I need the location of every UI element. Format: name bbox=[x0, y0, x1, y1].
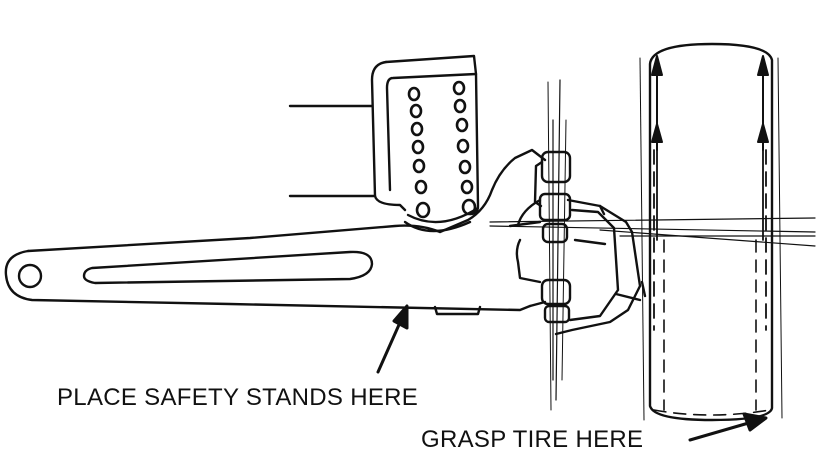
lower-control-arm bbox=[4, 148, 547, 316]
coil-spring bbox=[407, 80, 477, 219]
steering-knuckle bbox=[508, 79, 647, 411]
arm-pivot-bushing bbox=[17, 263, 43, 289]
safety-stands-arrow bbox=[376, 304, 409, 374]
safety-stands-label: PLACE SAFETY STANDS HERE bbox=[57, 384, 419, 411]
tire bbox=[639, 42, 783, 422]
arm-slot bbox=[82, 250, 374, 285]
grasp-tire-arrow bbox=[688, 412, 768, 442]
grasp-tire-label: GRASP TIRE HERE bbox=[421, 426, 644, 453]
frame-rail bbox=[288, 104, 377, 198]
tire-motion-arrows bbox=[651, 55, 769, 241]
spindle-lines bbox=[489, 217, 816, 247]
